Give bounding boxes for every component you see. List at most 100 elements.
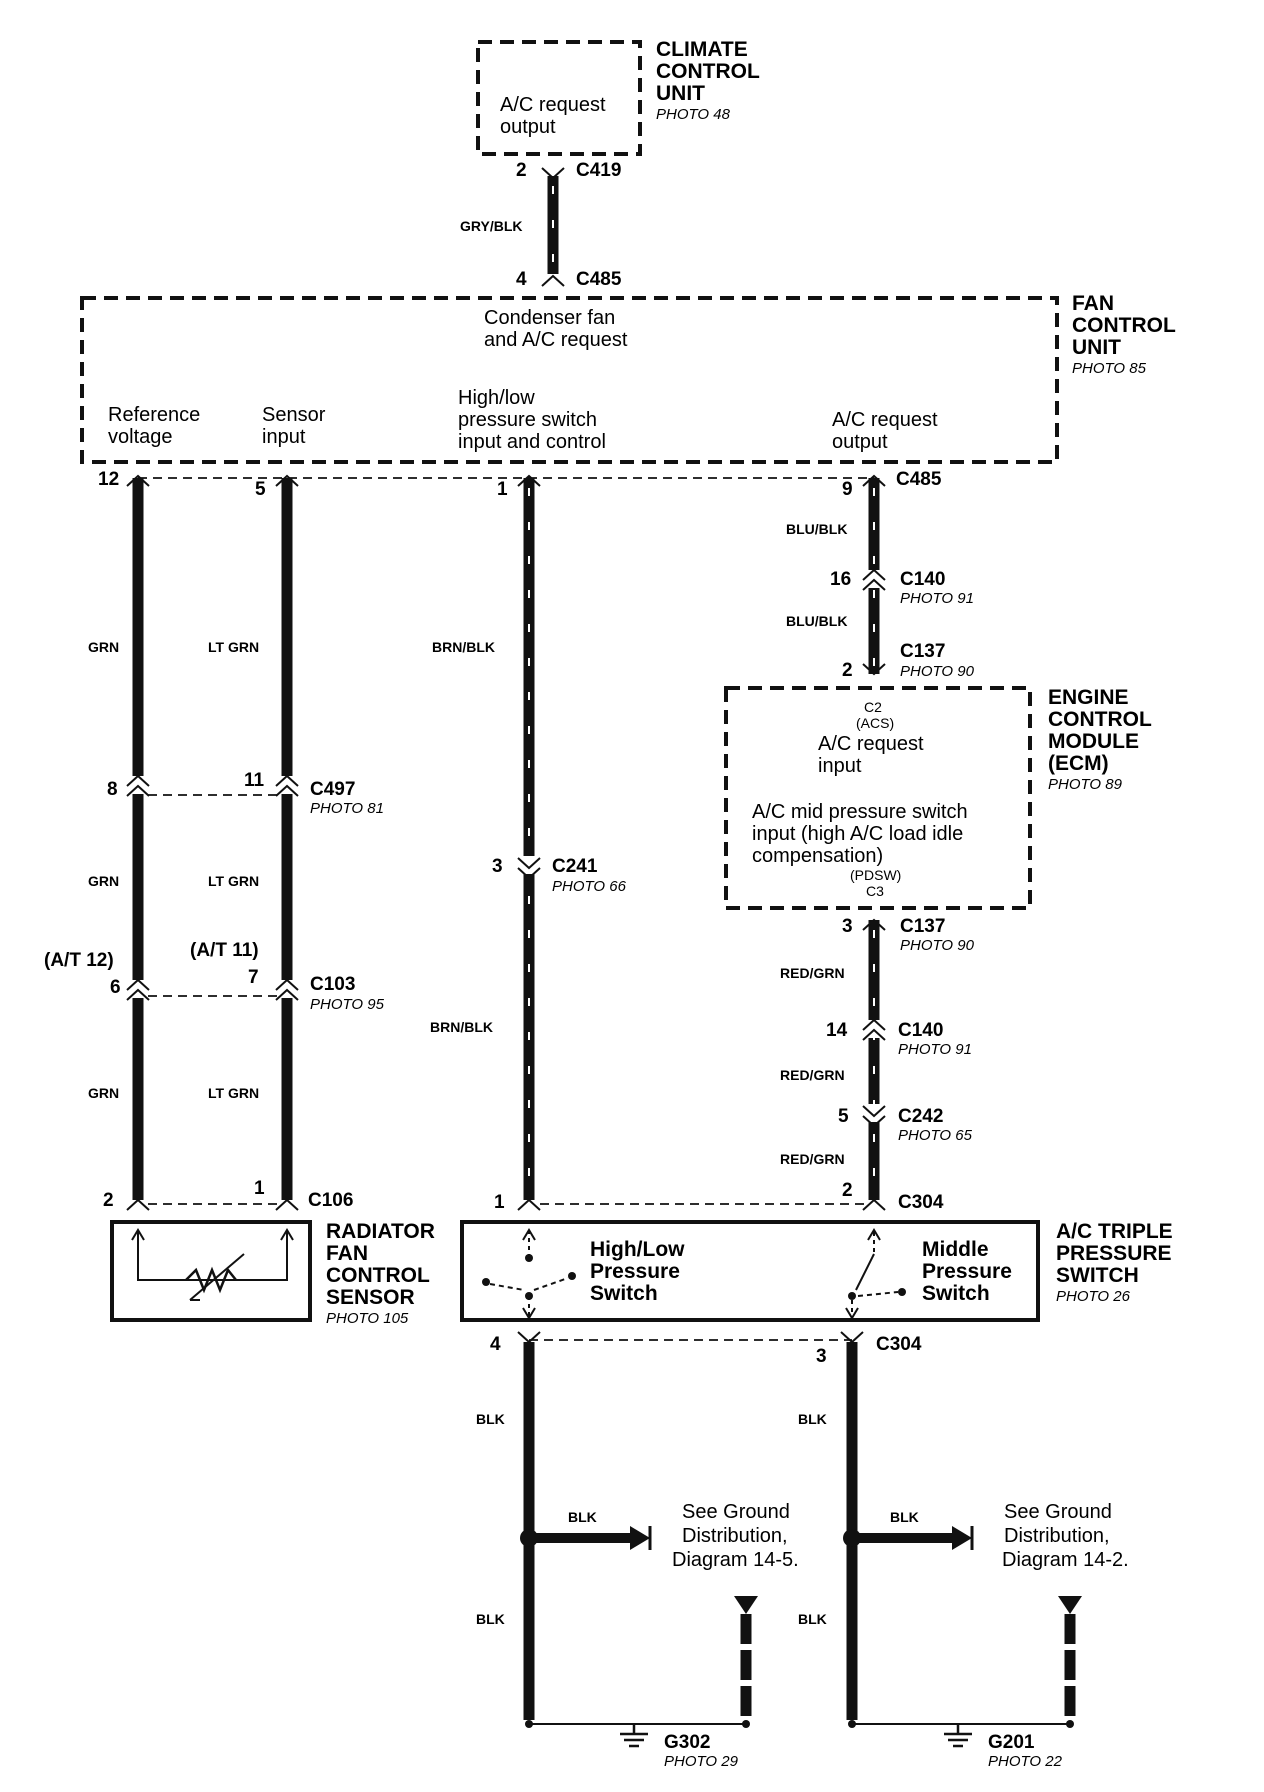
hilo-switch-line-3: Switch [590,1282,658,1305]
c497-left-upper [126,774,150,787]
ground-g302-group: BLK BLK BLK See Ground Distribution, Dia… [476,1342,799,1770]
g302-label: G302 [664,1732,710,1753]
g302-bus-left-dot [525,1720,533,1728]
ccu-inner-line-1: A/C request [500,94,606,116]
triple-title-1: A/C TRIPLE [1056,1220,1173,1243]
grn-wire-group: GRN GRN GRN [88,478,144,1200]
g201-photo: PHOTO 22 [988,1753,1063,1770]
c485-top-label: C485 [576,269,622,290]
c140-upper-a [862,568,886,581]
c137-lower-pin: 3 [842,916,853,937]
c485-pin9-terminal [862,474,886,487]
fcu-title-1: FAN [1072,292,1114,315]
c304-bottom-pin-4: 4 [490,1334,501,1355]
c241-connector: 3 C241 PHOTO 66 [492,856,627,895]
c137-upper-terminal [862,663,886,676]
c137-upper-label: C137 [900,641,945,662]
grn-label-3: GRN [88,1085,119,1101]
ac-triple-pressure-switch: High/Low Pressure Switch Middle Pressure… [460,1220,1173,1322]
c485-pin1-terminal [517,474,541,487]
c137-lower-label: C137 [900,916,945,937]
c140-lower-photo: PHOTO 91 [898,1041,972,1058]
fcu-ref-line-1: Reference [108,404,200,426]
c103-left-upper [126,978,150,991]
c497-connector: 8 11 C497 PHOTO 81 [107,770,384,817]
fcu-photo: PHOTO 85 [1072,360,1147,377]
c304-top-connector: 1 2 C304 [494,1180,944,1213]
fcu-hilo-line-1: High/low [458,387,535,409]
mid-switch-line-3: Switch [922,1282,990,1305]
c242-lower [862,1115,886,1128]
g302-ground-icon [620,1724,648,1748]
c485-top-terminal [541,274,565,287]
mid-contact-left [848,1292,856,1300]
ecm-mid-line-2: input (high A/C load idle [752,823,963,845]
fcu-top-line-2: and A/C request [484,329,628,351]
c304-top-right-terminal [862,1198,886,1211]
fcu-sensor-line-2: input [262,426,306,448]
g201-see-2: Distribution, [1004,1525,1110,1547]
triple-photo: PHOTO 26 [1056,1288,1131,1305]
c242-pin: 5 [838,1106,849,1127]
g302-bus-right-dot [742,1720,750,1728]
g302-see-3: Diagram 14-5. [672,1549,799,1571]
mid-contact-right [898,1288,906,1296]
c241-gap [521,856,537,874]
c304-top-label: C304 [898,1192,944,1213]
mid-arrow-top [867,1228,881,1241]
hilo-arrow-bottom [522,1307,536,1320]
c304-top-pin-2: 2 [842,1180,853,1201]
triple-title-2: PRESSURE [1056,1242,1172,1265]
ecm-acreq-line-1: A/C request [818,733,924,755]
fcu-acreq-line-1: A/C request [832,409,938,431]
ground-g201-group: BLK BLK BLK See Ground Distribution, Dia… [798,1342,1129,1770]
c103-left-lower [126,988,150,1001]
ecm-title-3: MODULE [1048,730,1139,753]
gry-blk-label: GRY/BLK [460,218,522,234]
ecm-acs: (ACS) [856,715,894,731]
radiator-fan-control-sensor: RADIATOR FAN CONTROL SENSOR PHOTO 105 [110,1220,435,1327]
c497-right-lower [275,784,299,797]
c497-photo: PHOTO 81 [310,800,384,817]
thermistor-symbol [185,1266,237,1294]
mid-switch-line-2: Pressure [922,1260,1012,1283]
g201-see-3: Diagram 14-2. [1002,1549,1129,1571]
c497-pin-11: 11 [244,770,265,791]
hilo-switch-line-1: High/Low [590,1238,685,1261]
c103-label: C103 [310,974,355,995]
c140-upper-b [862,578,886,591]
c485-pin-1: 1 [497,479,508,500]
fcu-top-line-1: Condenser fan [484,307,615,329]
red-grn-wire-group: RED/GRN RED/GRN RED/GRN [780,920,880,1200]
c103-pin-7: 7 [248,967,259,988]
hilo-contact-top [525,1254,533,1262]
c485-output-label: C485 [896,469,942,490]
c106-left-terminal [126,1198,150,1211]
c106-right-terminal [275,1198,299,1211]
c140-lower-label: C140 [898,1020,943,1041]
fcu-hilo-line-3: input and control [458,431,606,453]
blk-label-right-1: BLK [798,1411,827,1427]
ecm-mid-line-3: compensation) [752,845,883,867]
ecm-c3: C3 [866,883,884,899]
ecm-mid-line-1: A/C mid pressure switch [752,801,968,823]
c485-output-connector: 12 5 1 9 C485 [98,469,942,500]
ecm-title-2: CONTROL [1048,708,1152,731]
ccu-photo: PHOTO 48 [656,106,731,123]
ecm-acreq-line-2: input [818,755,862,777]
c304-top-left-terminal [517,1198,541,1211]
c103-right-lower [275,988,299,1001]
lt-grn-label-3: LT GRN [208,1085,259,1101]
g302-see-1: See Ground [682,1501,790,1523]
c103-at-12: (A/T 12) [44,950,114,971]
c485-top-pin: 4 [516,269,527,290]
blu-blk-label-1: BLU/BLK [786,521,847,537]
radiator-title-4: SENSOR [326,1286,415,1309]
c497-label: C497 [310,779,355,800]
mid-switch-line-1: Middle [922,1238,989,1261]
blk-label-right-2: BLK [798,1611,827,1627]
c140-upper-label: C140 [900,569,945,590]
hilo-blade-right [533,1277,569,1291]
c485-pin12-terminal [126,474,150,487]
hilo-contact-right [568,1272,576,1280]
